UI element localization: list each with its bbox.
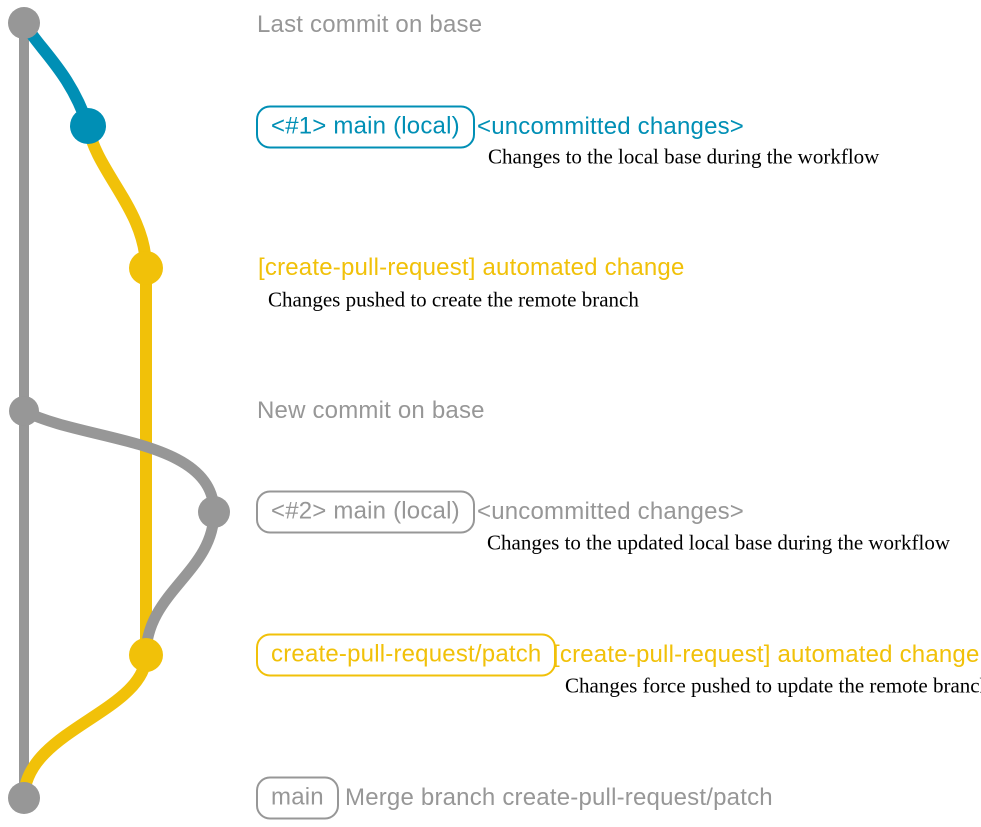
commit-detail-automated-change-2: Changes force pushed to update the remot… bbox=[565, 673, 981, 698]
commit-message-automated-change-1: [create-pull-request] automated change bbox=[258, 254, 685, 281]
branch-label-main-local-1: <#1> main (local) bbox=[256, 105, 475, 149]
commit-message-merge-branch: Merge branch create-pull-request/patch bbox=[345, 784, 773, 811]
commit-message-automated-change-2: [create-pull-request] automated change bbox=[553, 641, 980, 668]
commit-dot-main-local-1 bbox=[70, 108, 106, 144]
commit-dot-merge-commit bbox=[8, 782, 40, 814]
commit-dot-automated-change-2 bbox=[129, 638, 163, 672]
create-pull-request-branch-curve bbox=[18, 120, 152, 804]
commit-message-uncommitted-changes-1: <uncommitted changes> bbox=[477, 113, 745, 140]
commit-dot-automated-change-1 bbox=[129, 251, 163, 285]
commit-dot-last-commit-on-base bbox=[8, 7, 40, 39]
branch-label-create-pull-request-patch: create-pull-request/patch bbox=[256, 633, 557, 677]
commit-message-last-commit-on-base: Last commit on base bbox=[257, 11, 483, 38]
commit-detail-automated-change-1: Changes pushed to create the remote bran… bbox=[268, 287, 639, 312]
branch-label-main-local-2: <#2> main (local) bbox=[256, 490, 475, 534]
branch-label-main: main bbox=[256, 776, 339, 820]
updated-base-merge-curve bbox=[18, 405, 220, 661]
commit-dot-main-local-2 bbox=[198, 496, 230, 528]
commit-message-new-commit-on-base: New commit on base bbox=[257, 397, 485, 424]
commit-detail-uncommitted-changes-2: Changes to the updated local base during… bbox=[487, 530, 951, 555]
commit-detail-uncommitted-changes-1: Changes to the local base during the wor… bbox=[488, 144, 880, 169]
main-local-branch-curve bbox=[18, 17, 94, 132]
commit-message-uncommitted-changes-2: <uncommitted changes> bbox=[477, 498, 745, 525]
commit-dot-new-commit-on-base bbox=[9, 396, 39, 426]
